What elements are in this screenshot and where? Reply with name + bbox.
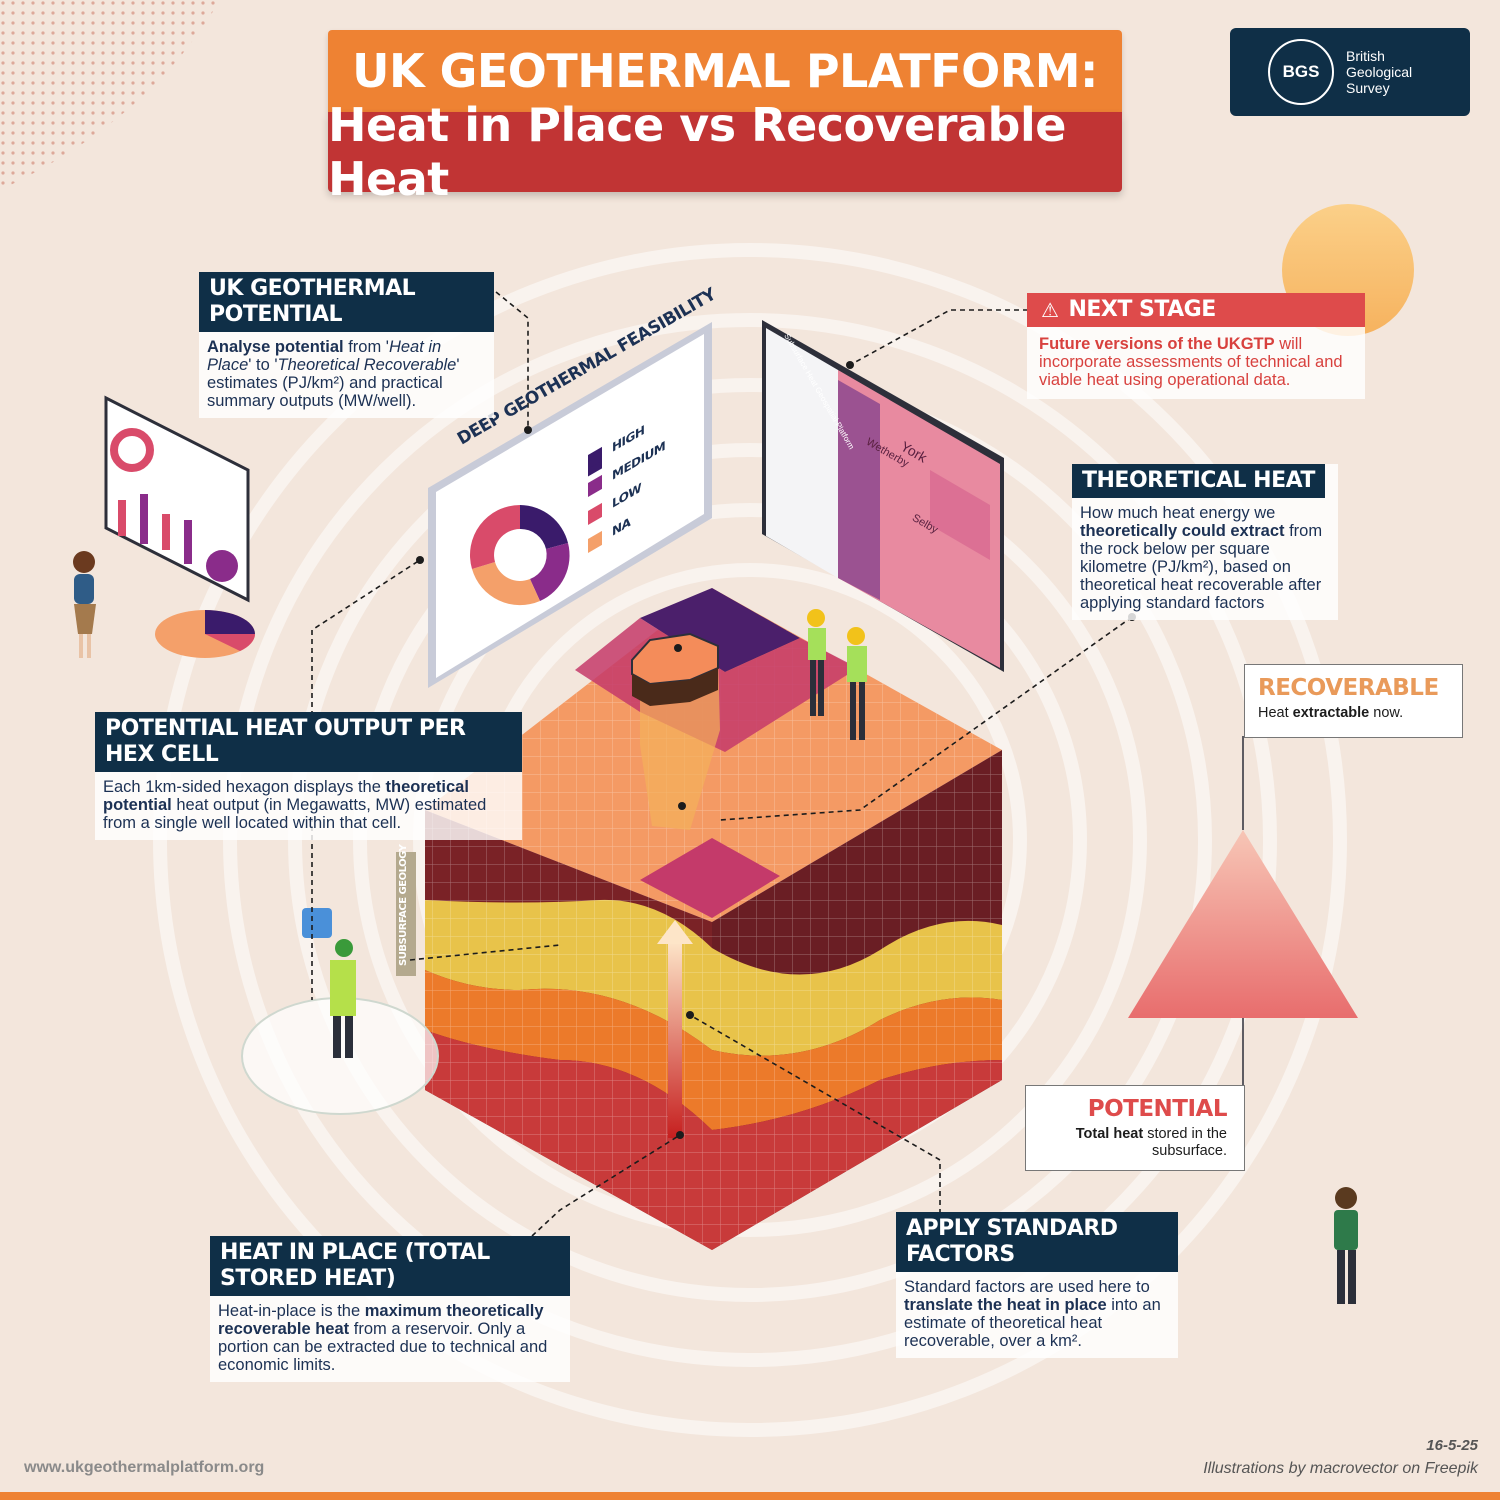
theoretical-bold-2: theoretically could extract xyxy=(1080,522,1285,540)
footer-credit: Illustrations by macrovector on Freepik xyxy=(1203,1460,1478,1477)
bgs-logo: BGS British Geological Survey xyxy=(1230,28,1470,116)
worker-left xyxy=(302,908,356,1058)
callout-next-stage-body: Future versions of the UKGTP will incorp… xyxy=(1027,327,1365,399)
workers-on-cube xyxy=(807,609,867,740)
callout-heat-in-place-body: Heat-in-place is the maximum theoretical… xyxy=(210,1296,570,1382)
connector-lines xyxy=(311,291,1133,1237)
recoverable-box: RECOVERABLE Heat extractable now. xyxy=(1244,664,1463,738)
hex-text-1: Each 1km-sided hexagon displays the xyxy=(103,778,386,796)
legend-na-swatch xyxy=(588,530,602,553)
potential-box: POTENTIAL Total heat stored in the subsu… xyxy=(1025,1085,1245,1171)
title-line-2: Heat in Place vs Recoverable Heat xyxy=(328,98,1122,206)
hex-text-3: heat output (in Megawatts, MW) estimated… xyxy=(103,796,487,832)
legend-na-label: NA xyxy=(612,514,631,540)
callout-theoretical-heat: THEORETICAL HEAT How much heat energy we… xyxy=(1072,464,1338,620)
uk-potential-italic-3: Heat in Place xyxy=(207,338,442,374)
warning-icon: ⚠ xyxy=(1041,298,1059,322)
standard-factors-text-1: Standard factors are used here to xyxy=(904,1278,1150,1296)
man-figure xyxy=(1334,1187,1358,1304)
bgs-logo-text: British Geological Survey xyxy=(1346,48,1412,96)
potential-bold-1: Total heat xyxy=(1075,1126,1144,1142)
callout-hex-body: Each 1km-sided hexagon displays the theo… xyxy=(95,772,522,840)
callout-hex-cell: POTENTIAL HEAT OUTPUT PER HEX CELL Each … xyxy=(95,712,522,840)
title-line-1: UK GEOTHERMAL PLATFORM: xyxy=(328,30,1122,112)
recoverable-desc: Heat extractable now. xyxy=(1258,705,1462,721)
theoretical-text-1: How much heat energy we xyxy=(1080,504,1276,522)
heat-in-place-bold-2: maximum theoretically recoverable heat xyxy=(218,1302,544,1338)
bgs-logo-mark: BGS xyxy=(1268,39,1334,105)
recoverable-text-3: now. xyxy=(1369,705,1404,721)
next-stage-bold-1: Future versions of the UKGTP xyxy=(1039,335,1275,353)
concentric-rings xyxy=(153,243,1347,1437)
uk-potential-text-2: from ' xyxy=(343,338,389,356)
callout-heat-in-place-heading: HEAT IN PLACE (TOTAL STORED HEAT) xyxy=(210,1236,570,1296)
footer-url[interactable]: www.ukgeothermalplatform.org xyxy=(24,1459,265,1476)
footer-date: 16-5-25 xyxy=(1426,1437,1478,1454)
hex-bold-2: theoretical potential xyxy=(103,778,469,814)
potential-title: POTENTIAL xyxy=(1087,1096,1228,1122)
callout-next-stage-heading: NEXT STAGE xyxy=(1068,297,1216,322)
bgs-logo-line-1: British xyxy=(1346,48,1385,64)
callout-uk-potential-heading: UK GEOTHERMAL POTENTIAL xyxy=(199,272,494,332)
recoverable-text-1: Heat xyxy=(1258,705,1293,721)
potential-desc: Total heat stored in the subsurface. xyxy=(1056,1126,1227,1160)
callout-theoretical-heading: THEORETICAL HEAT xyxy=(1072,464,1325,498)
recoverable-bold-2: extractable xyxy=(1292,705,1370,721)
next-stage-text-2: will incorporate assessments of technica… xyxy=(1039,335,1343,389)
standard-factors-bold-2: translate the heat in place xyxy=(904,1296,1107,1314)
bgs-logo-line-2: Geological xyxy=(1346,64,1413,80)
pyramid-triangle xyxy=(1128,830,1358,1018)
standard-factors-text-3: into an estimate of theoretical heat rec… xyxy=(904,1296,1161,1350)
geology-cube xyxy=(425,588,1002,1250)
heat-in-place-text-1: Heat-in-place is the xyxy=(218,1302,365,1320)
uk-potential-bold-1: Analyse potential xyxy=(207,338,344,356)
bgs-logo-mark-text: BGS xyxy=(1282,62,1320,81)
uk-potential-text-6: ' estimates (PJ/km²) and practical summa… xyxy=(207,356,460,410)
subsurface-geology-label: SUBSURFACE GEOLOGY xyxy=(398,844,409,966)
callout-uk-potential: UK GEOTHERMAL POTENTIAL Analyse potentia… xyxy=(199,272,494,418)
potential-text-2: stored in the subsurface. xyxy=(1143,1126,1227,1159)
recoverable-title: RECOVERABLE xyxy=(1258,675,1439,701)
dashboard-illustration xyxy=(104,395,255,658)
dot-pattern xyxy=(0,0,220,190)
legend-high-swatch xyxy=(588,446,602,469)
callout-standard-factors-heading: APPLY STANDARD FACTORS xyxy=(896,1212,1178,1272)
map-screen xyxy=(762,320,1004,672)
callout-next-stage: ⚠ NEXT STAGE Future versions of the UKGT… xyxy=(1027,293,1365,399)
callout-hex-heading: POTENTIAL HEAT OUTPUT PER HEX CELL xyxy=(95,712,522,772)
callout-next-stage-head: ⚠ NEXT STAGE xyxy=(1027,293,1365,327)
uk-potential-text-4: ' to ' xyxy=(248,356,278,374)
callout-standard-factors-body: Standard factors are used here to transl… xyxy=(896,1272,1178,1358)
subsurface-strip xyxy=(396,852,416,976)
legend-low-swatch xyxy=(588,502,602,525)
bottom-accent-bar xyxy=(0,1492,1500,1500)
callout-heat-in-place: HEAT IN PLACE (TOTAL STORED HEAT) Heat-i… xyxy=(210,1236,570,1382)
legend-medium-swatch xyxy=(588,474,602,497)
heat-in-place-text-3: from a reservoir. Only a portion can be … xyxy=(218,1320,548,1374)
woman-figure xyxy=(73,551,96,658)
theoretical-text-3: from the rock below per square kilometre… xyxy=(1080,522,1323,612)
callout-theoretical-body: How much heat energy we theoretically co… xyxy=(1072,498,1338,620)
callout-uk-potential-body: Analyse potential from 'Heat in Place' t… xyxy=(199,332,494,418)
callout-standard-factors: APPLY STANDARD FACTORS Standard factors … xyxy=(896,1212,1178,1358)
bgs-logo-line-3: Survey xyxy=(1346,80,1390,96)
uk-potential-italic-5: Theoretical Recoverable xyxy=(277,356,457,374)
feasibility-screen xyxy=(428,322,712,688)
